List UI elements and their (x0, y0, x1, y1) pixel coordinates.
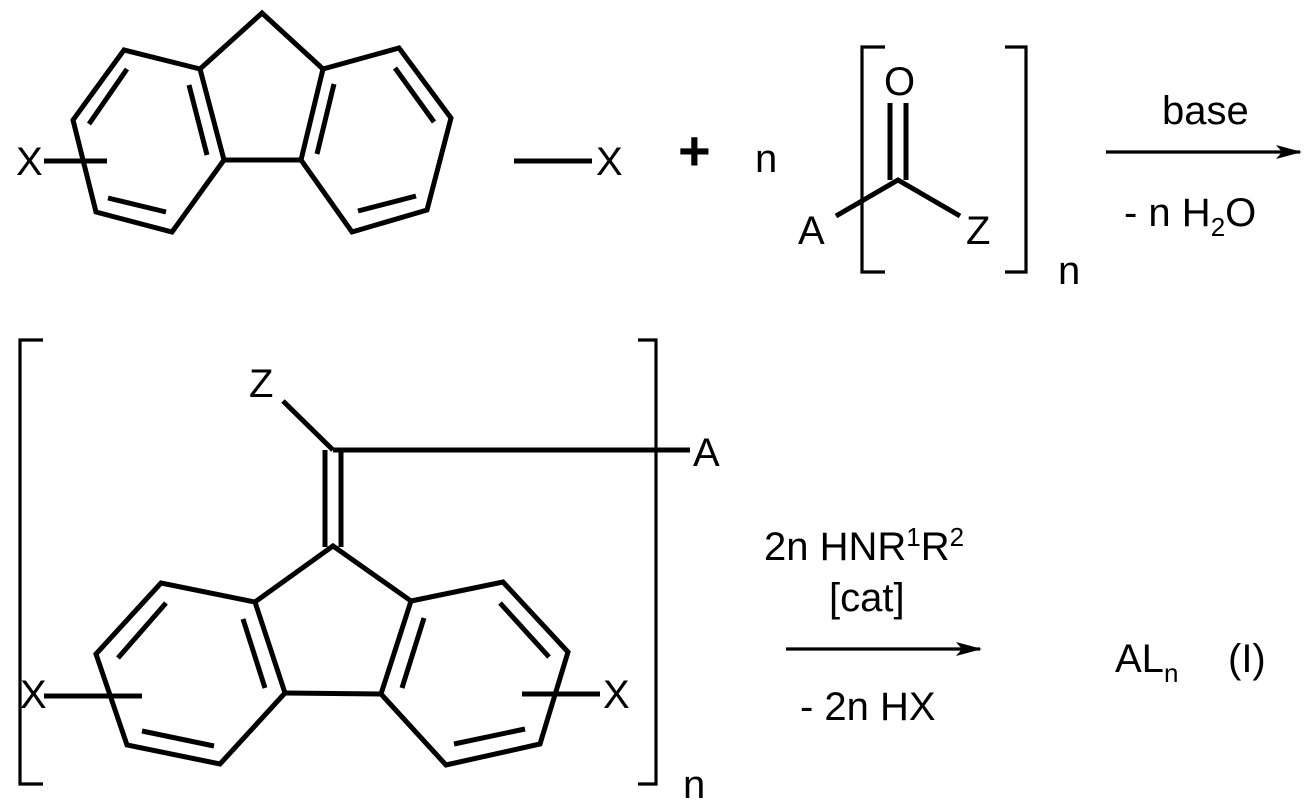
bracket-right-large (638, 338, 658, 786)
left-benzene-ring-intermediate (93, 580, 288, 767)
atom-label-a: A (798, 209, 825, 253)
atom-label-x-left-intermediate: X (20, 673, 47, 717)
left-ring-double-3 (186, 84, 210, 156)
bracket-left (860, 45, 885, 274)
reaction-arrow-2: 2n HNR1R2 [cat] - 2n HX (764, 522, 982, 729)
reactant-carbonyl: O A Z n (798, 45, 1080, 293)
bracket-right (1005, 45, 1028, 274)
condition-water-suffix: O (1225, 191, 1256, 235)
left-ring-double-1 (86, 67, 130, 126)
five-ring-bonds (198, 9, 325, 71)
repeat-subscript-n-large: n (683, 763, 705, 806)
right-ring-double-3 (314, 83, 337, 155)
condition-amine-sup2: 2 (950, 522, 964, 552)
product-formula: ALn (I) (1115, 637, 1266, 688)
right-ring-double-2-int (453, 726, 526, 747)
bracket-left-large (18, 338, 43, 786)
right-ring-double-1 (392, 66, 437, 124)
intermediate-fluorenylidene: n Z A X X (18, 338, 720, 806)
product-subscript: n (1164, 658, 1178, 688)
carbonyl-single-bonds (834, 177, 962, 219)
condition-minus-hx: - 2n HX (800, 685, 936, 729)
condition-water-prefix: - n H (1124, 191, 1211, 235)
right-benzene-ring-intermediate (378, 579, 571, 768)
reaction-arrow-1: base - n H2O (1106, 89, 1302, 242)
reactant-fluorene: X X (16, 9, 623, 235)
condition-amine-sup1: 1 (906, 522, 920, 552)
left-ring-double-2 (107, 195, 167, 215)
product-aln: ALn (1115, 637, 1178, 688)
compound-label: (I) (1228, 637, 1266, 681)
biaryl-bond-intermediate (284, 690, 382, 697)
left-ring-double-1-int (116, 601, 168, 660)
condition-amine: 2n HNR1R2 (764, 522, 964, 569)
atom-label-a-intermediate: A (693, 431, 720, 475)
right-ring-double-2 (357, 193, 417, 214)
left-ring-double-2-int (141, 728, 215, 749)
condition-amine-prefix: 2n HNR (764, 525, 906, 569)
atom-label-x-right: X (596, 140, 623, 184)
atom-label-z: Z (966, 209, 990, 253)
five-ring-bonds-intermediate (253, 542, 413, 605)
repeat-subscript-n: n (1058, 249, 1080, 293)
atom-label-x-right-intermediate: X (603, 673, 630, 717)
right-ring-double-1-int (498, 601, 551, 659)
left-ring-double-3-int (240, 618, 268, 689)
condition-minus-water: - n H2O (1124, 191, 1256, 242)
condition-base: base (1162, 89, 1249, 133)
stoich-coefficient-n: n (755, 137, 777, 181)
condition-catalyst: [cat] (829, 576, 905, 620)
atom-label-x-left: X (16, 140, 43, 184)
right-ring-double-3-int (399, 617, 427, 689)
right-benzene-ring (298, 45, 454, 235)
atom-label-oxygen: O (884, 60, 915, 104)
product-main: AL (1115, 637, 1164, 681)
atom-label-z-intermediate: Z (249, 362, 273, 406)
condition-water-subscript: 2 (1211, 212, 1225, 242)
left-benzene-ring (70, 47, 227, 235)
condition-amine-mid: R (921, 525, 950, 569)
plus-sign: + (678, 119, 711, 182)
z-bond (281, 399, 335, 452)
